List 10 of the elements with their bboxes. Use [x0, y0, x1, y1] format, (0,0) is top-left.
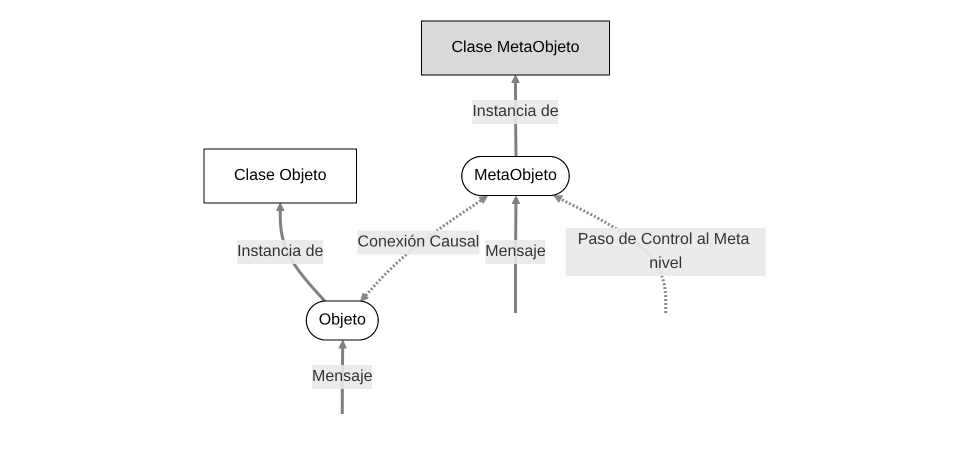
- edge-label: Mensaje: [312, 368, 373, 385]
- edge-label: Conexión Causal: [358, 233, 480, 250]
- edge-label: Mensaje: [485, 243, 546, 260]
- edge-label: Paso de Control al Meta nivel: [578, 231, 750, 272]
- node: MetaObjeto: [461, 156, 570, 196]
- node: Clase MetaObjeto: [421, 20, 610, 76]
- edge-label: Instancia de: [237, 243, 324, 260]
- node: Clase Objeto: [204, 148, 358, 204]
- node: Objeto: [306, 300, 379, 340]
- edge-label: Instancia de: [472, 103, 559, 120]
